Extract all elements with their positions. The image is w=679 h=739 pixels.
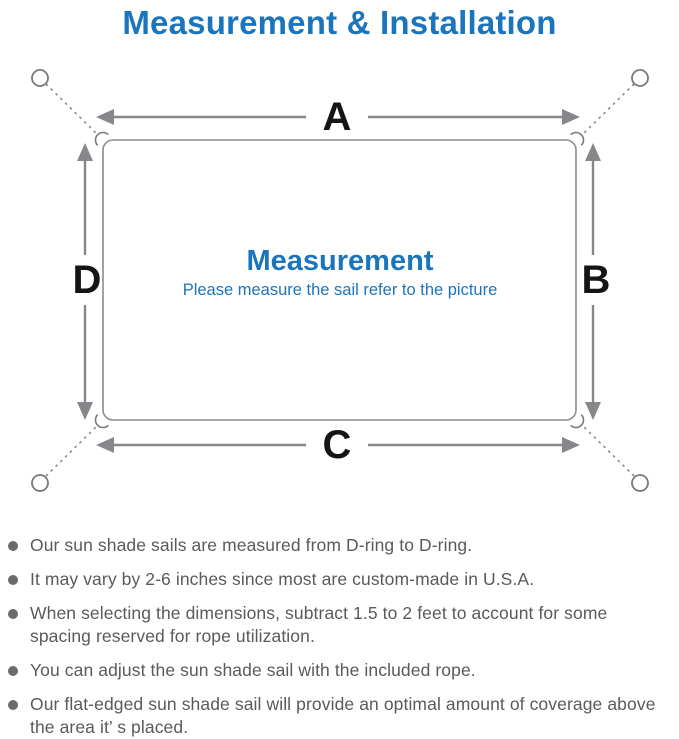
sail-outline	[102, 139, 577, 421]
arrowhead-down-icon	[585, 402, 601, 420]
anchor-point-icon	[631, 474, 649, 492]
anchor-point-icon	[31, 69, 49, 87]
bullet-icon	[8, 666, 18, 676]
dimension-arrow-c: C	[96, 423, 580, 467]
dimension-label-d: D	[73, 258, 102, 302]
bullet-icon	[8, 541, 18, 551]
list-item: When selecting the dimensions, subtract …	[8, 602, 669, 648]
dimension-arrow-a: A	[96, 95, 580, 139]
note-text: Our flat-edged sun shade sail will provi…	[30, 694, 656, 737]
d-ring-icon	[94, 414, 109, 429]
note-text: When selecting the dimensions, subtract …	[30, 603, 608, 646]
bullet-icon	[8, 609, 18, 619]
note-text: You can adjust the sun shade sail with t…	[30, 660, 476, 680]
anchor-point-icon	[31, 474, 49, 492]
tether-line-top-right	[580, 83, 635, 137]
list-item: Our sun shade sails are measured from D-…	[8, 534, 669, 557]
dimension-label-a: A	[323, 95, 352, 139]
page-title: Measurement & Installation	[122, 4, 557, 41]
arrowhead-left-icon	[96, 109, 114, 125]
list-item: Our flat-edged sun shade sail will provi…	[8, 693, 669, 739]
arrowhead-up-icon	[77, 143, 93, 161]
arrowhead-up-icon	[585, 143, 601, 161]
list-item: You can adjust the sun shade sail with t…	[8, 659, 669, 682]
arrowhead-right-icon	[562, 109, 580, 125]
anchor-point-icon	[631, 69, 649, 87]
arrowhead-right-icon	[562, 437, 580, 453]
dimension-label-c: C	[323, 423, 352, 467]
tether-line-bottom-right	[580, 423, 635, 477]
arrowhead-left-icon	[96, 437, 114, 453]
measurement-diagram: A C D B Measurement Please meas	[31, 69, 649, 492]
d-ring-icon	[94, 131, 109, 146]
diagram-subtitle: Please measure the sail refer to the pic…	[183, 281, 498, 299]
d-ring-icon	[570, 131, 585, 146]
bullet-icon	[8, 575, 18, 585]
list-item: It may vary by 2-6 inches since most are…	[8, 568, 669, 591]
notes-list: Our sun shade sails are measured from D-…	[0, 534, 679, 739]
tether-line-top-left	[45, 83, 100, 137]
note-text: Our sun shade sails are measured from D-…	[30, 535, 473, 555]
dimension-label-b: B	[582, 258, 611, 302]
dimension-arrow-b: B	[582, 143, 611, 420]
diagram-title: Measurement	[247, 245, 434, 277]
bullet-icon	[8, 700, 18, 710]
note-text: It may vary by 2-6 inches since most are…	[30, 569, 535, 589]
dimension-arrow-d: D	[73, 143, 102, 420]
arrowhead-down-icon	[77, 402, 93, 420]
tether-line-bottom-left	[45, 423, 100, 477]
d-ring-icon	[570, 414, 585, 429]
